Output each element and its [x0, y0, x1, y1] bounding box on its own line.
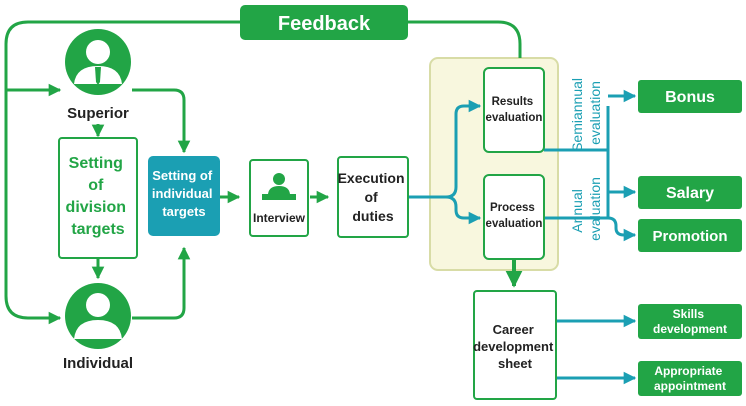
feedback-label: Feedback — [278, 13, 371, 35]
appropriate-appointment-label: Appropriate appointment — [654, 364, 726, 393]
feedback-box — [240, 5, 408, 40]
execution-label: Execution of duties — [338, 170, 409, 224]
arrow-execution-to-process — [445, 195, 482, 225]
bonus-label: Bonus — [665, 89, 715, 106]
arrow-to-individual — [4, 295, 62, 325]
results-evaluation-label: Results evaluation — [486, 96, 543, 124]
superior-avatar-icon — [65, 29, 131, 95]
skills-development-box — [638, 304, 742, 339]
process-evaluation-label: Process evaluation — [486, 202, 543, 230]
semiannual-evaluation-label: Semiannual evaluation — [569, 74, 603, 152]
annual-line — [544, 216, 637, 242]
salary-label: Salary — [666, 185, 714, 202]
individual-label: Individual — [63, 355, 133, 372]
interview-label: Interview — [253, 211, 306, 225]
individual-avatar-icon — [65, 283, 131, 349]
feedback-loop-line — [4, 20, 522, 296]
process-evaluation-box — [483, 174, 545, 260]
promotion-box — [638, 219, 742, 252]
division-targets-label: Setting of division targets — [66, 155, 131, 238]
semiannual-line — [544, 106, 610, 186]
interview-person-icon — [262, 173, 296, 200]
career-development-sheet-box — [473, 290, 557, 400]
arrow-individual-to-targets — [132, 246, 191, 320]
skills-development-label: Skills development — [653, 307, 727, 336]
appropriate-appointment-box — [638, 361, 742, 396]
results-evaluation-box — [483, 67, 545, 153]
individual-targets-label: Setting of individual targets — [152, 168, 216, 219]
promotion-label: Promotion — [653, 228, 728, 245]
career-development-sheet-label: Career development sheet — [473, 322, 557, 371]
division-targets-box — [58, 137, 138, 259]
arrow-superior-to-targets — [132, 88, 191, 154]
individual-targets-box — [148, 156, 220, 236]
execution-box — [337, 156, 409, 238]
bonus-box — [638, 80, 742, 113]
superior-label: Superior — [67, 105, 129, 122]
annual-evaluation-label: Annual evaluation — [569, 177, 603, 241]
salary-box — [638, 176, 742, 209]
